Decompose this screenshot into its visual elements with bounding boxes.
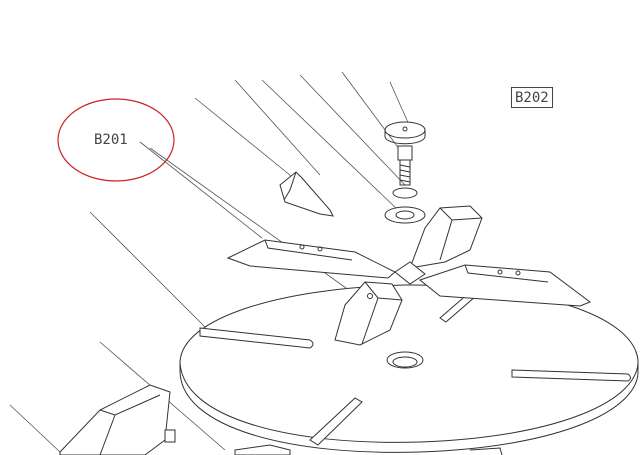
motor-fragment: [59, 384, 176, 455]
part-label-b202: B202: [511, 87, 553, 108]
knob-bolt-stack: [384, 121, 426, 224]
jaw-carrier-arms: [226, 205, 592, 346]
part-label-b201: B201: [94, 132, 128, 148]
clip-part: [279, 171, 334, 217]
turntable-disc: [179, 284, 639, 453]
base-fragment: [234, 444, 503, 455]
highlight-circle: [57, 98, 175, 182]
